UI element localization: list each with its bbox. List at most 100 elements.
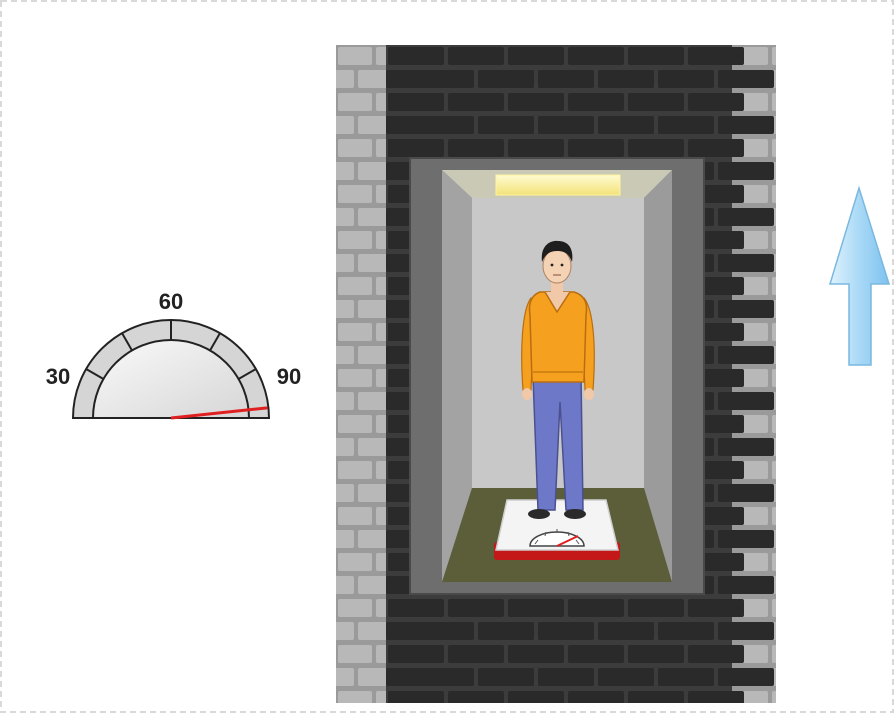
dark-brick [718, 530, 774, 548]
dark-brick [448, 645, 504, 663]
side-brick [338, 645, 372, 663]
side-brick [772, 599, 806, 617]
bathroom-scale [494, 500, 620, 560]
side-brick [338, 599, 372, 617]
side-brick [772, 323, 806, 341]
dark-brick [568, 691, 624, 709]
dark-brick [568, 599, 624, 617]
side-brick [320, 622, 354, 640]
side-brick [772, 93, 806, 111]
dark-brick [688, 93, 744, 111]
dark-brick [568, 139, 624, 157]
dark-brick [478, 622, 534, 640]
side-brick [338, 93, 372, 111]
dark-brick [718, 162, 774, 180]
dark-brick [448, 93, 504, 111]
dark-brick [688, 47, 744, 65]
person-eye-left [551, 264, 554, 267]
dark-brick [658, 70, 714, 88]
dark-brick [718, 116, 774, 134]
dark-brick [688, 645, 744, 663]
dark-brick [538, 70, 594, 88]
elevator-shaft [320, 45, 806, 709]
side-brick [320, 254, 354, 272]
dark-brick [718, 300, 774, 318]
ceiling-light [496, 175, 620, 195]
dark-brick [388, 691, 444, 709]
side-brick [772, 415, 806, 433]
side-brick [338, 507, 372, 525]
side-brick [338, 231, 372, 249]
dark-brick [568, 47, 624, 65]
up-arrow-icon [830, 188, 889, 365]
side-brick [320, 438, 354, 456]
dark-brick [388, 139, 444, 157]
dark-brick [508, 645, 564, 663]
dark-brick [538, 622, 594, 640]
side-brick [320, 300, 354, 318]
person-eye-right [561, 264, 564, 267]
dark-brick [718, 254, 774, 272]
side-brick [320, 484, 354, 502]
gauge-label-30: 30 [46, 364, 70, 389]
side-brick [338, 461, 372, 479]
side-brick [338, 47, 372, 65]
person-hand-left [522, 388, 532, 400]
dark-brick [388, 93, 444, 111]
side-brick [772, 47, 806, 65]
side-brick [338, 553, 372, 571]
dark-brick [478, 668, 534, 686]
dark-brick [418, 622, 474, 640]
side-brick [772, 507, 806, 525]
side-brick [338, 369, 372, 387]
dark-brick [628, 93, 684, 111]
dark-brick [718, 346, 774, 364]
dark-brick [448, 47, 504, 65]
side-brick [772, 691, 806, 709]
direction-arrow-up [830, 188, 889, 365]
person-shoe-right [564, 509, 586, 519]
dark-brick [508, 47, 564, 65]
dark-brick [478, 116, 534, 134]
side-brick [772, 185, 806, 203]
person-hand-right [584, 388, 594, 400]
dark-brick [658, 668, 714, 686]
dark-brick [628, 691, 684, 709]
side-brick [772, 645, 806, 663]
dark-brick [628, 47, 684, 65]
dark-brick [598, 622, 654, 640]
side-brick [772, 231, 806, 249]
dark-brick [418, 116, 474, 134]
side-brick [320, 392, 354, 410]
dark-brick [388, 47, 444, 65]
side-brick [320, 668, 354, 686]
dark-brick [718, 576, 774, 594]
dark-brick [448, 599, 504, 617]
side-brick [772, 139, 806, 157]
side-brick [338, 323, 372, 341]
dark-brick [718, 484, 774, 502]
side-brick [338, 277, 372, 295]
dark-brick [508, 691, 564, 709]
side-brick [320, 116, 354, 134]
dark-brick [418, 70, 474, 88]
dark-brick [628, 645, 684, 663]
side-brick [772, 277, 806, 295]
gauge-label-60: 60 [159, 289, 183, 314]
side-brick [320, 162, 354, 180]
side-brick [338, 691, 372, 709]
dark-brick [688, 139, 744, 157]
dark-brick [508, 139, 564, 157]
dark-brick [658, 116, 714, 134]
side-brick [320, 530, 354, 548]
side-brick [338, 139, 372, 157]
dark-brick [508, 93, 564, 111]
side-brick [772, 369, 806, 387]
side-brick [320, 70, 354, 88]
dark-brick [718, 622, 774, 640]
dark-brick [478, 70, 534, 88]
dark-brick [538, 668, 594, 686]
side-brick [338, 415, 372, 433]
dark-brick [628, 599, 684, 617]
